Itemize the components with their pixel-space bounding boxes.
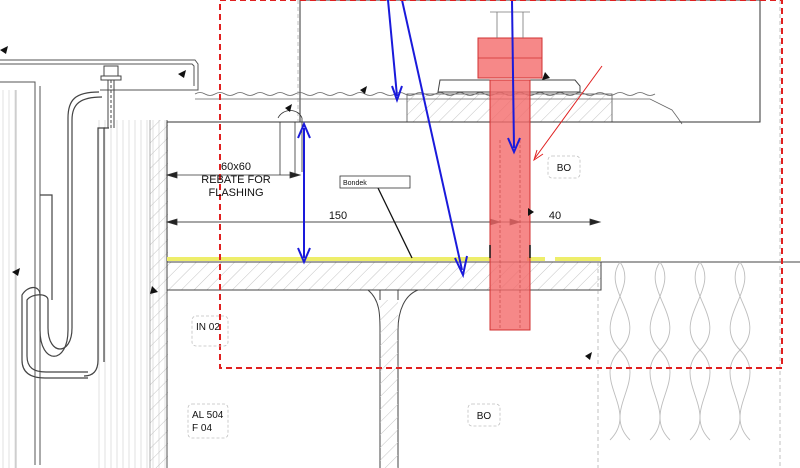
hold-down-bolt [477, 11, 543, 331]
bondek-tag-text: Bondek [343, 180, 367, 187]
dimension-vertical [277, 110, 303, 175]
revision-boundary [219, 0, 783, 369]
markup-arrow-red [533, 65, 603, 162]
al-tag-line1: AL 504 [192, 410, 224, 421]
dimension-rebate-side [165, 171, 302, 179]
rebate-label-line3: FLASHING [208, 187, 263, 199]
al-tag-line2: F 04 [192, 423, 212, 434]
reference-lines [297, 0, 781, 468]
in-tag-text: IN 02 [196, 322, 220, 333]
dimension-40-label: 40 [549, 210, 561, 222]
bo-tag-upper-text: BO [557, 163, 572, 174]
rebate-label-line2: REBATE FOR [201, 174, 271, 186]
capping-flashing [0, 59, 199, 465]
notation-ticks [0, 46, 592, 360]
parapet-flashing [21, 91, 109, 379]
wall-cladding [0, 90, 168, 468]
insulation-batts [609, 261, 751, 441]
bo-tag-lower-text: BO [477, 411, 492, 422]
al-tag: AL 504 F 04 [187, 403, 229, 439]
in-tag: IN 02 [191, 315, 229, 347]
bo-tag-lower: BO [467, 403, 501, 427]
bo-tag-upper: BO [547, 155, 581, 179]
bondek-leader [377, 187, 413, 259]
dimension-150-label: 150 [329, 210, 347, 222]
flashing-screw [100, 65, 122, 128]
markup-arrows-blue [297, 0, 521, 279]
rebate-label-line1: 60x60 [221, 161, 251, 173]
bondek-tag: Bondek [339, 175, 411, 189]
